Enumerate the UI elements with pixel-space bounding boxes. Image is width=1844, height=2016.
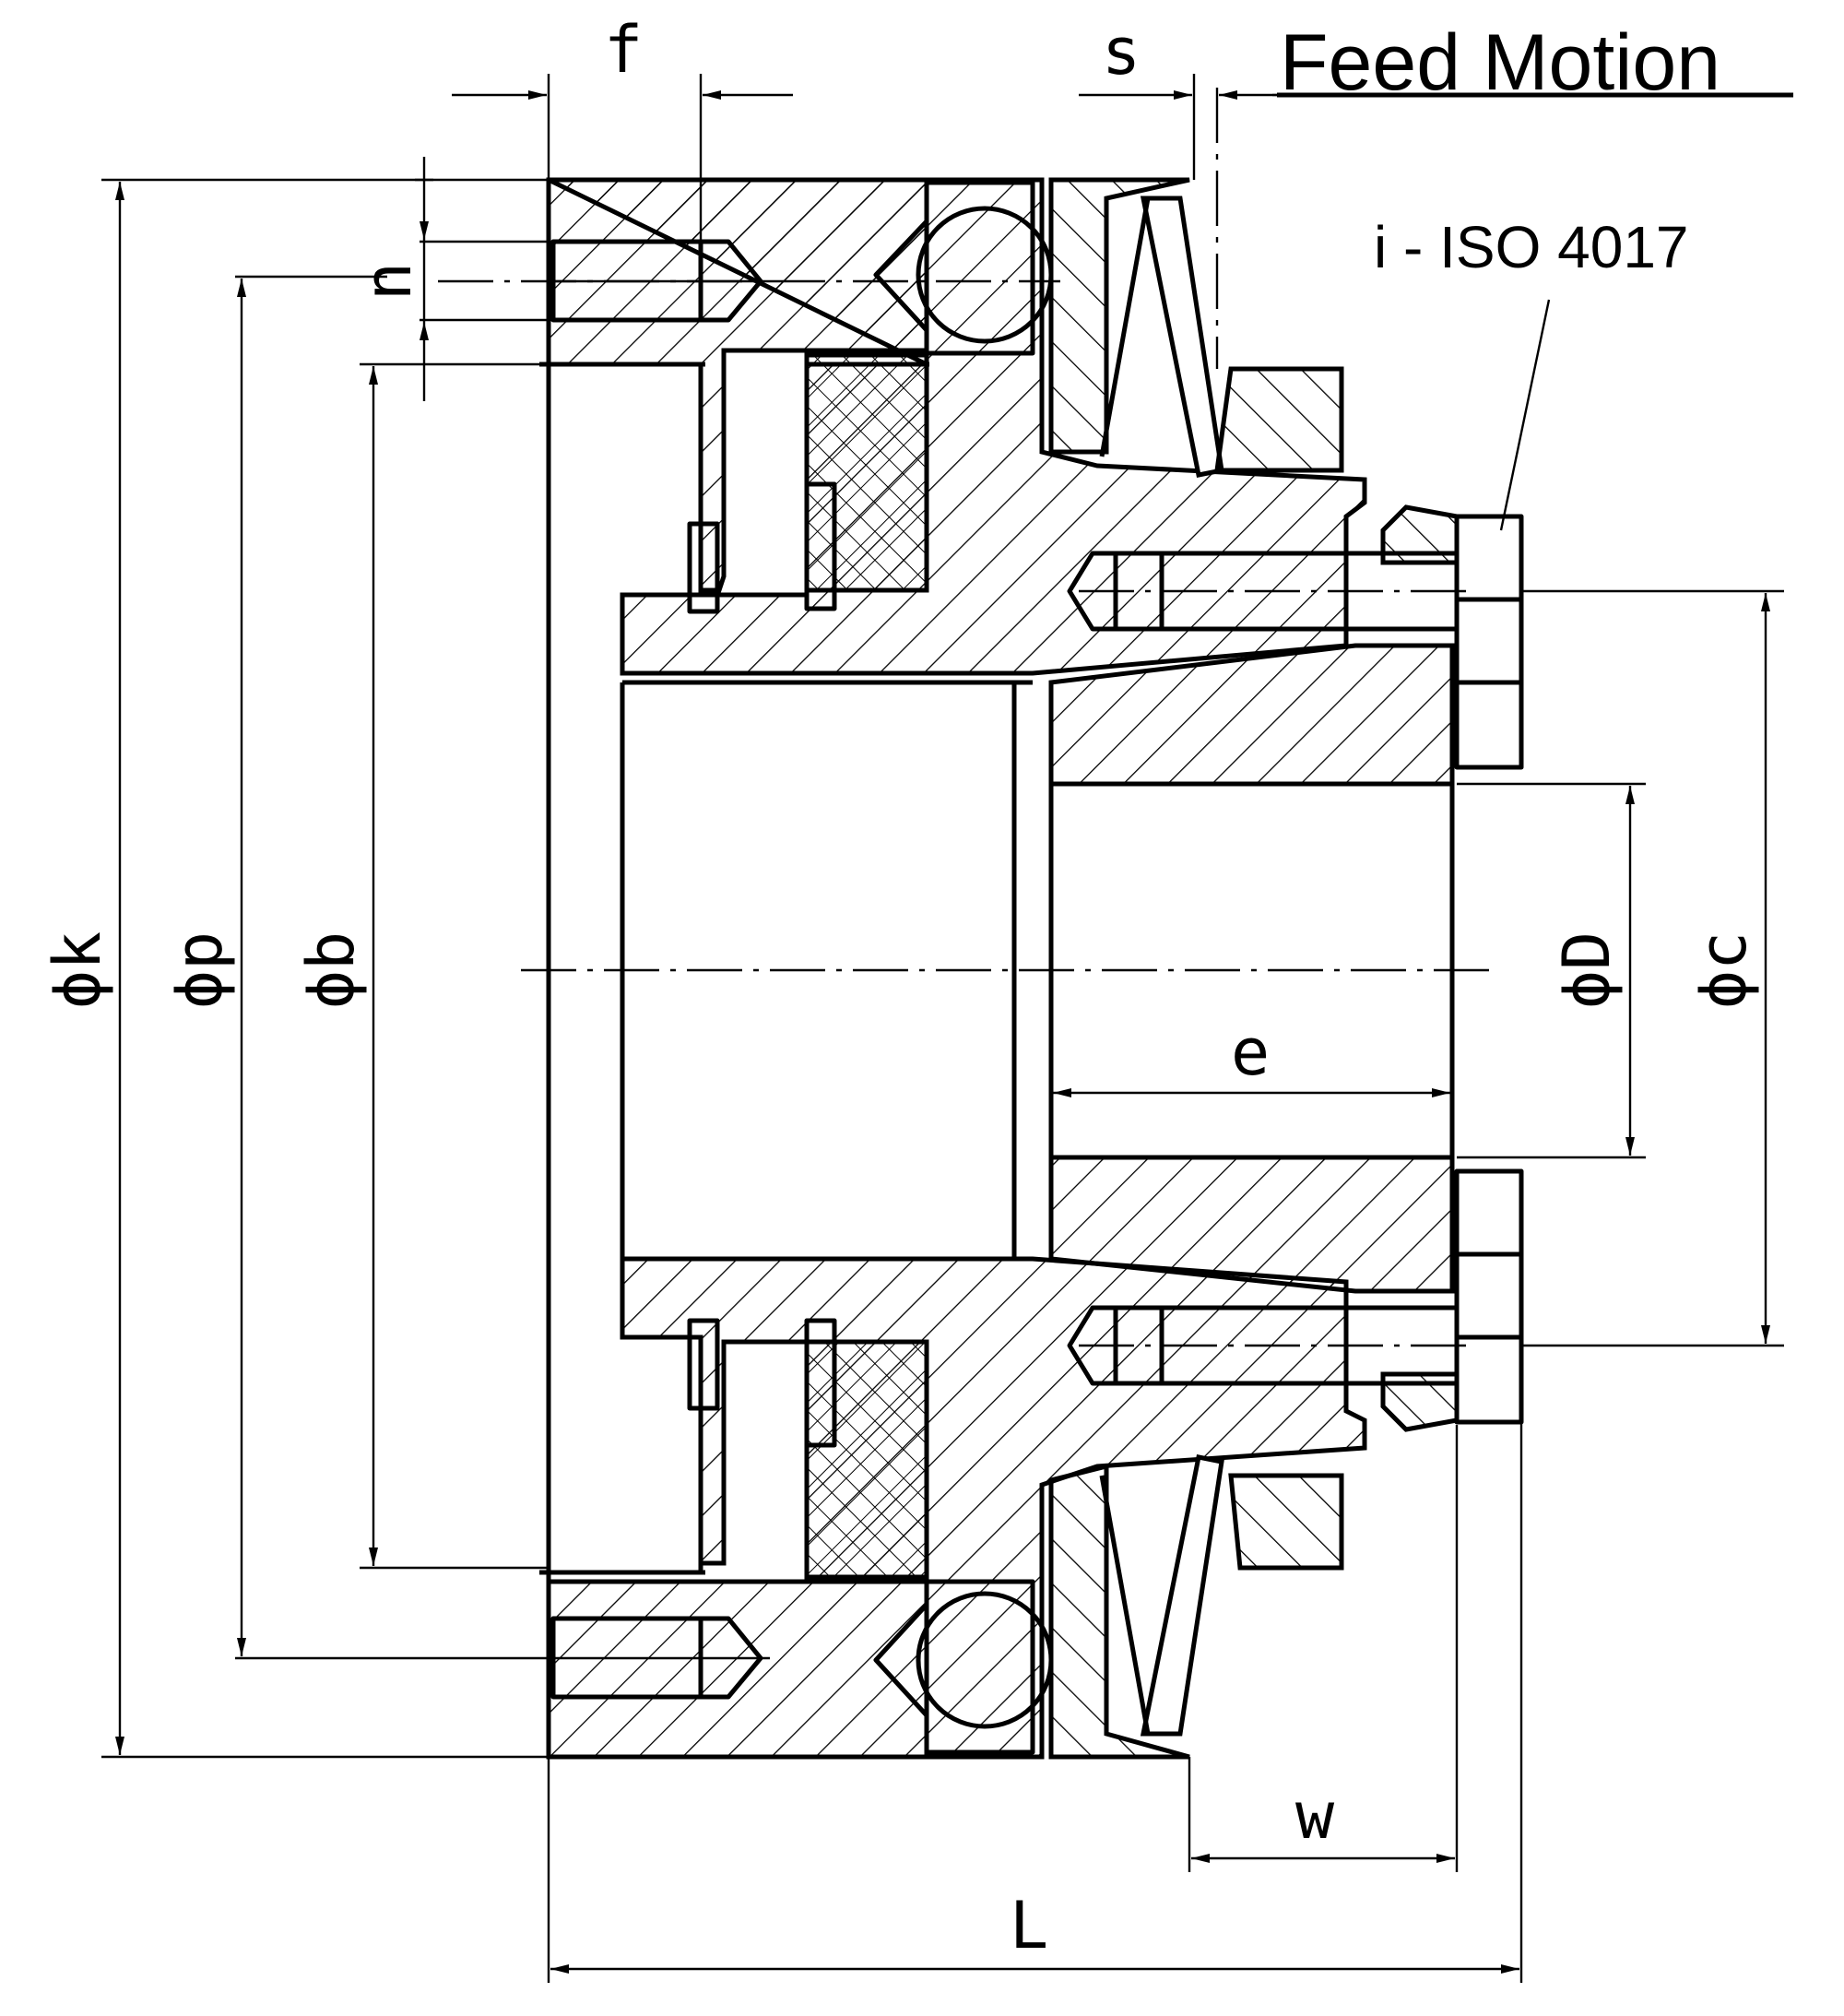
dim-label-s: s: [1102, 14, 1141, 89]
friction-ring-top: [804, 352, 929, 593]
dim-label-p: ϕp: [161, 931, 237, 1009]
key-top-2: [804, 481, 837, 611]
disc-spring-bottom: [1099, 1454, 1344, 1737]
dim-label-b: ϕb: [293, 931, 369, 1009]
ball-top: [873, 180, 1054, 356]
key-top-1: [687, 521, 720, 614]
dim-label-e: e: [1231, 1014, 1270, 1090]
dim-label-L: L: [1010, 1888, 1048, 1963]
extension-lines: [101, 74, 1784, 1983]
dim-label-f: f: [604, 12, 643, 88]
iso-callout: i - ISO 4017: [1374, 214, 1689, 280]
flange-outline: [539, 180, 705, 1757]
ball-bottom: [873, 1579, 1054, 1755]
feed-motion-title: Feed Motion: [1280, 18, 1720, 107]
dimension-lines: [115, 90, 1770, 1974]
dim-label-D: ϕD: [1549, 931, 1625, 1009]
key-bottom-1: [687, 1318, 720, 1411]
dim-label-n: n: [350, 262, 426, 301]
centre-lines: [438, 88, 1494, 1347]
friction-ring-bottom: [804, 1339, 929, 1580]
dim-label-k: ϕk: [40, 931, 115, 1009]
dim-label-c: ϕc: [1685, 931, 1761, 1009]
key-bottom-2: [804, 1318, 837, 1448]
dim-label-w: w: [1295, 1778, 1335, 1854]
disc-spring-top: [1099, 196, 1344, 478]
